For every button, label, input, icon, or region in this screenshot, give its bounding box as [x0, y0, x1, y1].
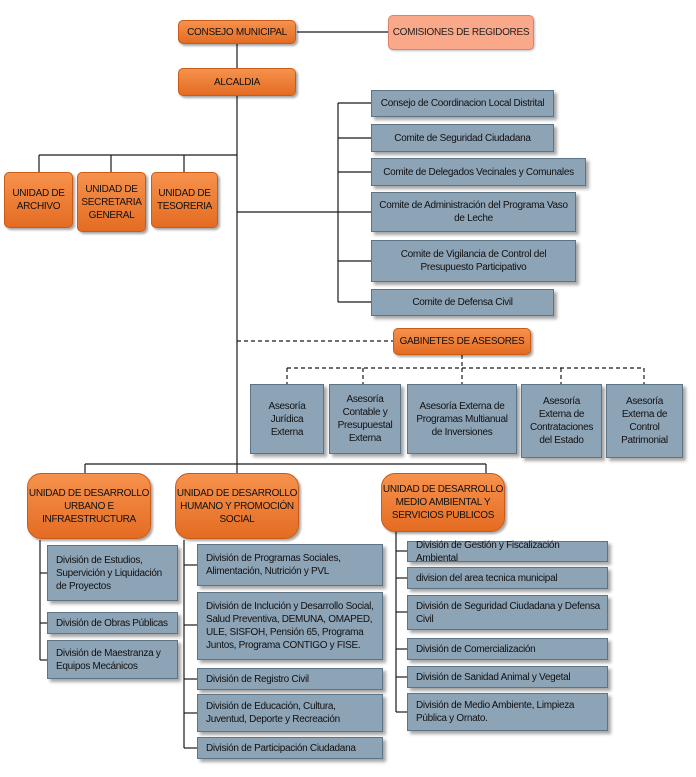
asesoria-box: Asesoría Externa de Programas Multianual… — [407, 384, 517, 454]
unidad-archivo-box: UNIDAD DE ARCHIVO — [4, 172, 73, 228]
unidad-desarrollo-ambiental-box: UNIDAD DE DESARROLLO MEDIO AMBIENTAL Y S… — [381, 473, 505, 532]
division-box: División de Participación Ciudadana — [197, 737, 383, 759]
unidad-tesoreria-box: UNIDAD DE TESORERIA — [151, 172, 218, 228]
comisiones-regidores-box: COMISIONES DE REGIDORES — [388, 15, 534, 50]
division-box: División de Medio Ambiente, Limpieza Púb… — [407, 693, 608, 731]
asesoria-box: Asesoría Externa de Control Patrimonial — [606, 384, 683, 458]
asesoria-box: Asesoría Jurídica Externa — [250, 384, 324, 454]
alcaldia-box: ALCALDIA — [178, 68, 296, 96]
comite-box: Comite de Defensa Civil — [371, 289, 554, 316]
division-box: División de Maestranza y Equipos Mecánic… — [47, 640, 178, 679]
division-box: División de Programas Sociales, Alimenta… — [197, 544, 383, 586]
comite-box: Comite de Delegados Vecinales y Comunale… — [371, 158, 586, 186]
division-box: División de Comercialización — [407, 638, 608, 660]
comite-box: Comite de Vigilancia de Control del Pres… — [371, 240, 576, 282]
division-box: division del area tecnica municipal — [407, 567, 608, 589]
division-box: División de Obras Públicas — [47, 612, 178, 634]
division-box: División de Inclución y Desarrollo Socia… — [197, 592, 383, 660]
division-box: División de Estudios, Supervición y Liqu… — [47, 545, 178, 601]
division-box: División de Gestión y Fiscalización Ambi… — [407, 540, 608, 564]
division-box: División de Sanidad Animal y Vegetal — [407, 666, 608, 688]
unidad-secretaria-box: UNIDAD DE SECRETARIA GENERAL — [77, 172, 146, 232]
division-box: División de Educación, Cultura, Juventud… — [197, 694, 383, 732]
comite-box: Comite de Seguridad Ciudadana — [371, 124, 554, 152]
comite-box: Consejo de Coordinacion Local Distrital — [371, 90, 554, 117]
unidad-desarrollo-humano-box: UNIDAD DE DESARROLLO HUMANO Y PROMOCIÓN … — [175, 473, 299, 539]
division-box: División de Registro Civil — [197, 668, 383, 690]
unidad-desarrollo-urbano-box: UNIDAD DE DESARROLLO URBANO E INFRAESTRU… — [27, 473, 151, 539]
gabinete-asesores-box: GABINETES DE ASESORES — [393, 328, 531, 355]
asesoria-box: Asesoría Externa de Contrataciones del E… — [521, 384, 602, 458]
comite-box: Comite de Administración del Programa Va… — [371, 192, 576, 232]
division-box: División de Seguridad Ciudadana y Defens… — [407, 595, 608, 630]
asesoria-box: Asesoría Contable y Presupuestal Externa — [329, 384, 401, 454]
concejo-municipal-box: CONSEJO MUNICIPAL — [178, 20, 296, 44]
